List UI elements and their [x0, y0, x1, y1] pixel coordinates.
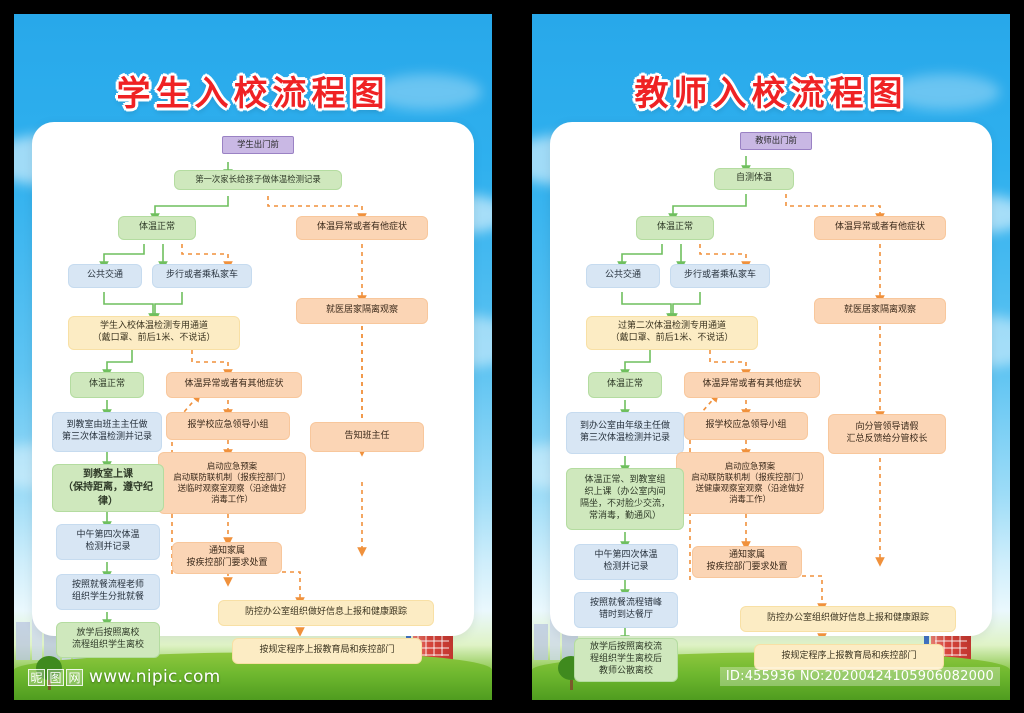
node-public-transit[interactable]: 公共交通: [586, 264, 660, 288]
node-notify-family[interactable]: 通知家属 按疾控部门要求处置: [172, 542, 282, 574]
node-seek-medical[interactable]: 就医居家隔离观察: [296, 298, 428, 324]
node-fourth-check[interactable]: 中午第四次体温 检测并记录: [574, 544, 678, 580]
node-third-check[interactable]: 到教室由班主主任做 第三次体温检测并记录: [52, 412, 162, 452]
node-temp-normal-1[interactable]: 体温正常: [636, 216, 714, 240]
grass-foreground: [14, 674, 492, 700]
node-notify-teacher[interactable]: 向分管领导请假 汇总反馈给分管校长: [828, 414, 946, 454]
node-leave-school[interactable]: 放学后按照离校 流程组织学生离校: [56, 622, 160, 658]
node-entry-channel[interactable]: 过第二次体温检测专用通道 （戴口罩、前后1米、不说话）: [586, 316, 758, 350]
flowchart: 学生出门前 第一次家长给孩子做体温检测记录 体温正常 体温异常或者有他症状 公共…: [32, 122, 474, 664]
node-third-check[interactable]: 到办公室由年级主任做 第三次体温检测并记录: [566, 412, 684, 454]
node-temp-normal-2[interactable]: 体温正常: [588, 372, 662, 398]
node-emergency-plan[interactable]: 启动应急预案 启动联防联机制（报疾控部门） 送健康观察室观察（沿途做好 消毒工作…: [676, 452, 824, 514]
cloud-decoration: [372, 74, 482, 110]
node-leave-school[interactable]: 放学后按照离校流 程组织学生离校后 教师公散离校: [574, 638, 678, 682]
nipic-logo-icon: 昵 图 网: [28, 668, 83, 686]
node-meal-process[interactable]: 按照就餐流程错峰 错时到达餐厅: [574, 592, 678, 628]
watermark: 昵 图 网 www.nipic.com: [28, 667, 221, 687]
node-temp-abnormal-2[interactable]: 体温异常或者有其他症状: [684, 372, 820, 398]
node-fourth-check[interactable]: 中午第四次体温 检测并记录: [56, 524, 160, 560]
poster-teacher: 教师入校流程图: [532, 14, 1010, 700]
node-temp-abnormal-1[interactable]: 体温异常或者有他症状: [814, 216, 946, 240]
flow-card: 学生出门前 第一次家长给孩子做体温检测记录 体温正常 体温异常或者有他症状 公共…: [32, 122, 474, 664]
cloud-decoration: [890, 74, 1000, 110]
node-first-check[interactable]: 自测体温: [714, 168, 794, 190]
node-bureau-report[interactable]: 按规定程序上报教育局和疾控部门: [232, 638, 422, 664]
node-seek-medical[interactable]: 就医居家隔离观察: [814, 298, 946, 324]
node-start[interactable]: 学生出门前: [222, 136, 294, 154]
node-entry-channel[interactable]: 学生入校体温检测专用通道 （戴口罩、前后1米、不说话）: [68, 316, 240, 350]
node-office-report[interactable]: 防控办公室组织做好信息上报和健康跟踪: [740, 606, 956, 632]
node-report-group[interactable]: 报学校应急领导小组: [166, 412, 290, 440]
node-meal-process[interactable]: 按照就餐流程老师 组织学生分批就餐: [56, 574, 160, 610]
node-temp-abnormal-2[interactable]: 体温异常或者有其他症状: [166, 372, 302, 398]
node-first-check[interactable]: 第一次家长给孩子做体温检测记录: [174, 170, 342, 190]
image-id-label: ID:455936 NO:20200424105906082000: [719, 667, 1000, 686]
node-public-transit[interactable]: 公共交通: [68, 264, 142, 288]
poster-student: 学生入校流程图: [14, 14, 492, 700]
node-report-group[interactable]: 报学校应急领导小组: [684, 412, 808, 440]
node-temp-abnormal-1[interactable]: 体温异常或者有他症状: [296, 216, 428, 240]
node-bureau-report[interactable]: 按规定程序上报教育局和疾控部门: [754, 644, 944, 670]
watermark-url: www.nipic.com: [89, 667, 221, 687]
node-temp-normal-1[interactable]: 体温正常: [118, 216, 196, 240]
node-emergency-plan[interactable]: 启动应急预案 启动联防联机制（报疾控部门） 送临时观察室观察（沿途做好 消毒工作…: [158, 452, 306, 514]
node-walk-or-car[interactable]: 步行或者乘私家车: [670, 264, 770, 288]
node-notify-family[interactable]: 通知家属 按疾控部门要求处置: [692, 546, 802, 578]
logo-char: 昵: [28, 668, 45, 686]
node-temp-normal-2[interactable]: 体温正常: [70, 372, 144, 398]
node-go-class[interactable]: 到教室上课 （保持距离，遵守纪律）: [52, 464, 164, 512]
logo-char: 图: [47, 668, 64, 686]
flow-connectors: [617, 156, 885, 636]
node-go-class[interactable]: 体温正常、到教室组 织上课（办公室内间 隔坐，不对脸少交流， 常消毒，勤通风）: [566, 468, 684, 530]
node-office-report[interactable]: 防控办公室组织做好信息上报和健康跟踪: [218, 600, 434, 626]
node-walk-or-car[interactable]: 步行或者乘私家车: [152, 264, 252, 288]
flowchart: 教师出门前 自测体温 体温正常 体温异常或者有他症状 公共交通 步行或者乘私家车…: [550, 122, 992, 682]
logo-char: 网: [66, 668, 83, 686]
page-title: 教师入校流程图: [634, 74, 908, 114]
node-start[interactable]: 教师出门前: [740, 132, 812, 150]
flow-card: 教师出门前 自测体温 体温正常 体温异常或者有他症状 公共交通 步行或者乘私家车…: [550, 122, 992, 682]
node-notify-teacher[interactable]: 告知班主任: [310, 422, 424, 452]
page-title: 学生入校流程图: [116, 74, 390, 114]
